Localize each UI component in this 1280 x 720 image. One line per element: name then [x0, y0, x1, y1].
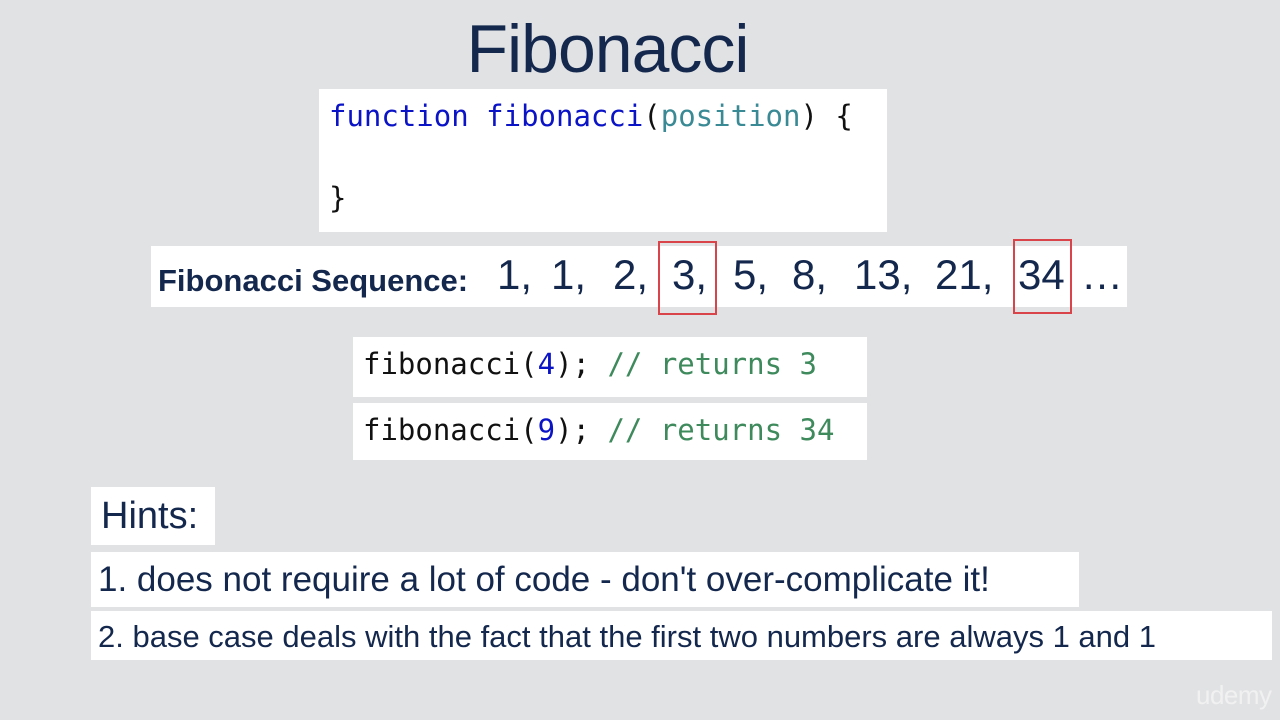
- hint-item: 2. base case deals with the fact that th…: [91, 611, 1272, 660]
- closing-brace: }: [329, 181, 347, 215]
- sequence-label: Fibonacci Sequence:: [158, 263, 469, 298]
- sequence-item: 3,: [672, 251, 708, 298]
- slide-title: Fibonacci: [466, 11, 749, 87]
- code-snippet: function fibonacci(position) { }: [319, 89, 887, 232]
- sequence-item: 21,: [935, 251, 994, 298]
- hints-title: Hints:: [101, 495, 199, 537]
- example-fn: fibonacci(: [363, 347, 538, 381]
- sequence-item: 13,: [854, 251, 913, 298]
- function-param: position: [660, 99, 801, 133]
- sequence-item: 2,: [613, 251, 649, 298]
- example-call: fibonacci(4); // returns 3: [353, 337, 867, 397]
- sequence-item: 1,: [551, 251, 587, 298]
- highlight-box: [1013, 239, 1072, 314]
- example-code: fibonacci(9); // returns 34: [363, 413, 834, 447]
- open-paren: (: [643, 99, 661, 133]
- function-keyword: function: [329, 99, 469, 133]
- hint-item: 1. does not require a lot of code - don'…: [91, 552, 1079, 607]
- example-call: fibonacci(9); // returns 34: [353, 403, 867, 460]
- example-rest: );: [555, 347, 590, 381]
- sequence-item: 8,: [792, 251, 828, 298]
- hints-heading: Hints:: [91, 487, 215, 545]
- hint-text: 2. base case deals with the fact that th…: [98, 619, 1157, 654]
- example-code: fibonacci(4); // returns 3: [363, 347, 817, 381]
- hint-text: 1. does not require a lot of code - don'…: [98, 560, 990, 599]
- function-signature: function fibonacci(position) {: [329, 99, 853, 133]
- example-arg: 4: [537, 347, 556, 381]
- fibonacci-sequence: Fibonacci Sequence: 1, 1, 2, 3, 5, 8, 13…: [151, 246, 1127, 307]
- example-comment: // returns 3: [607, 347, 817, 381]
- example-rest: );: [555, 413, 590, 447]
- udemy-logo: udemy: [1196, 680, 1272, 710]
- sequence-item: 34: [1018, 251, 1065, 298]
- function-name: fibonacci: [486, 99, 644, 133]
- sequence-item: …: [1081, 251, 1123, 298]
- highlight-box: [658, 241, 717, 315]
- example-arg: 9: [537, 413, 556, 447]
- sequence-item: 5,: [733, 251, 769, 298]
- example-fn: fibonacci(: [363, 413, 538, 447]
- sequence-item: 1,: [497, 251, 533, 298]
- example-comment: // returns 34: [607, 413, 835, 447]
- close-paren-brace: ) {: [800, 99, 853, 133]
